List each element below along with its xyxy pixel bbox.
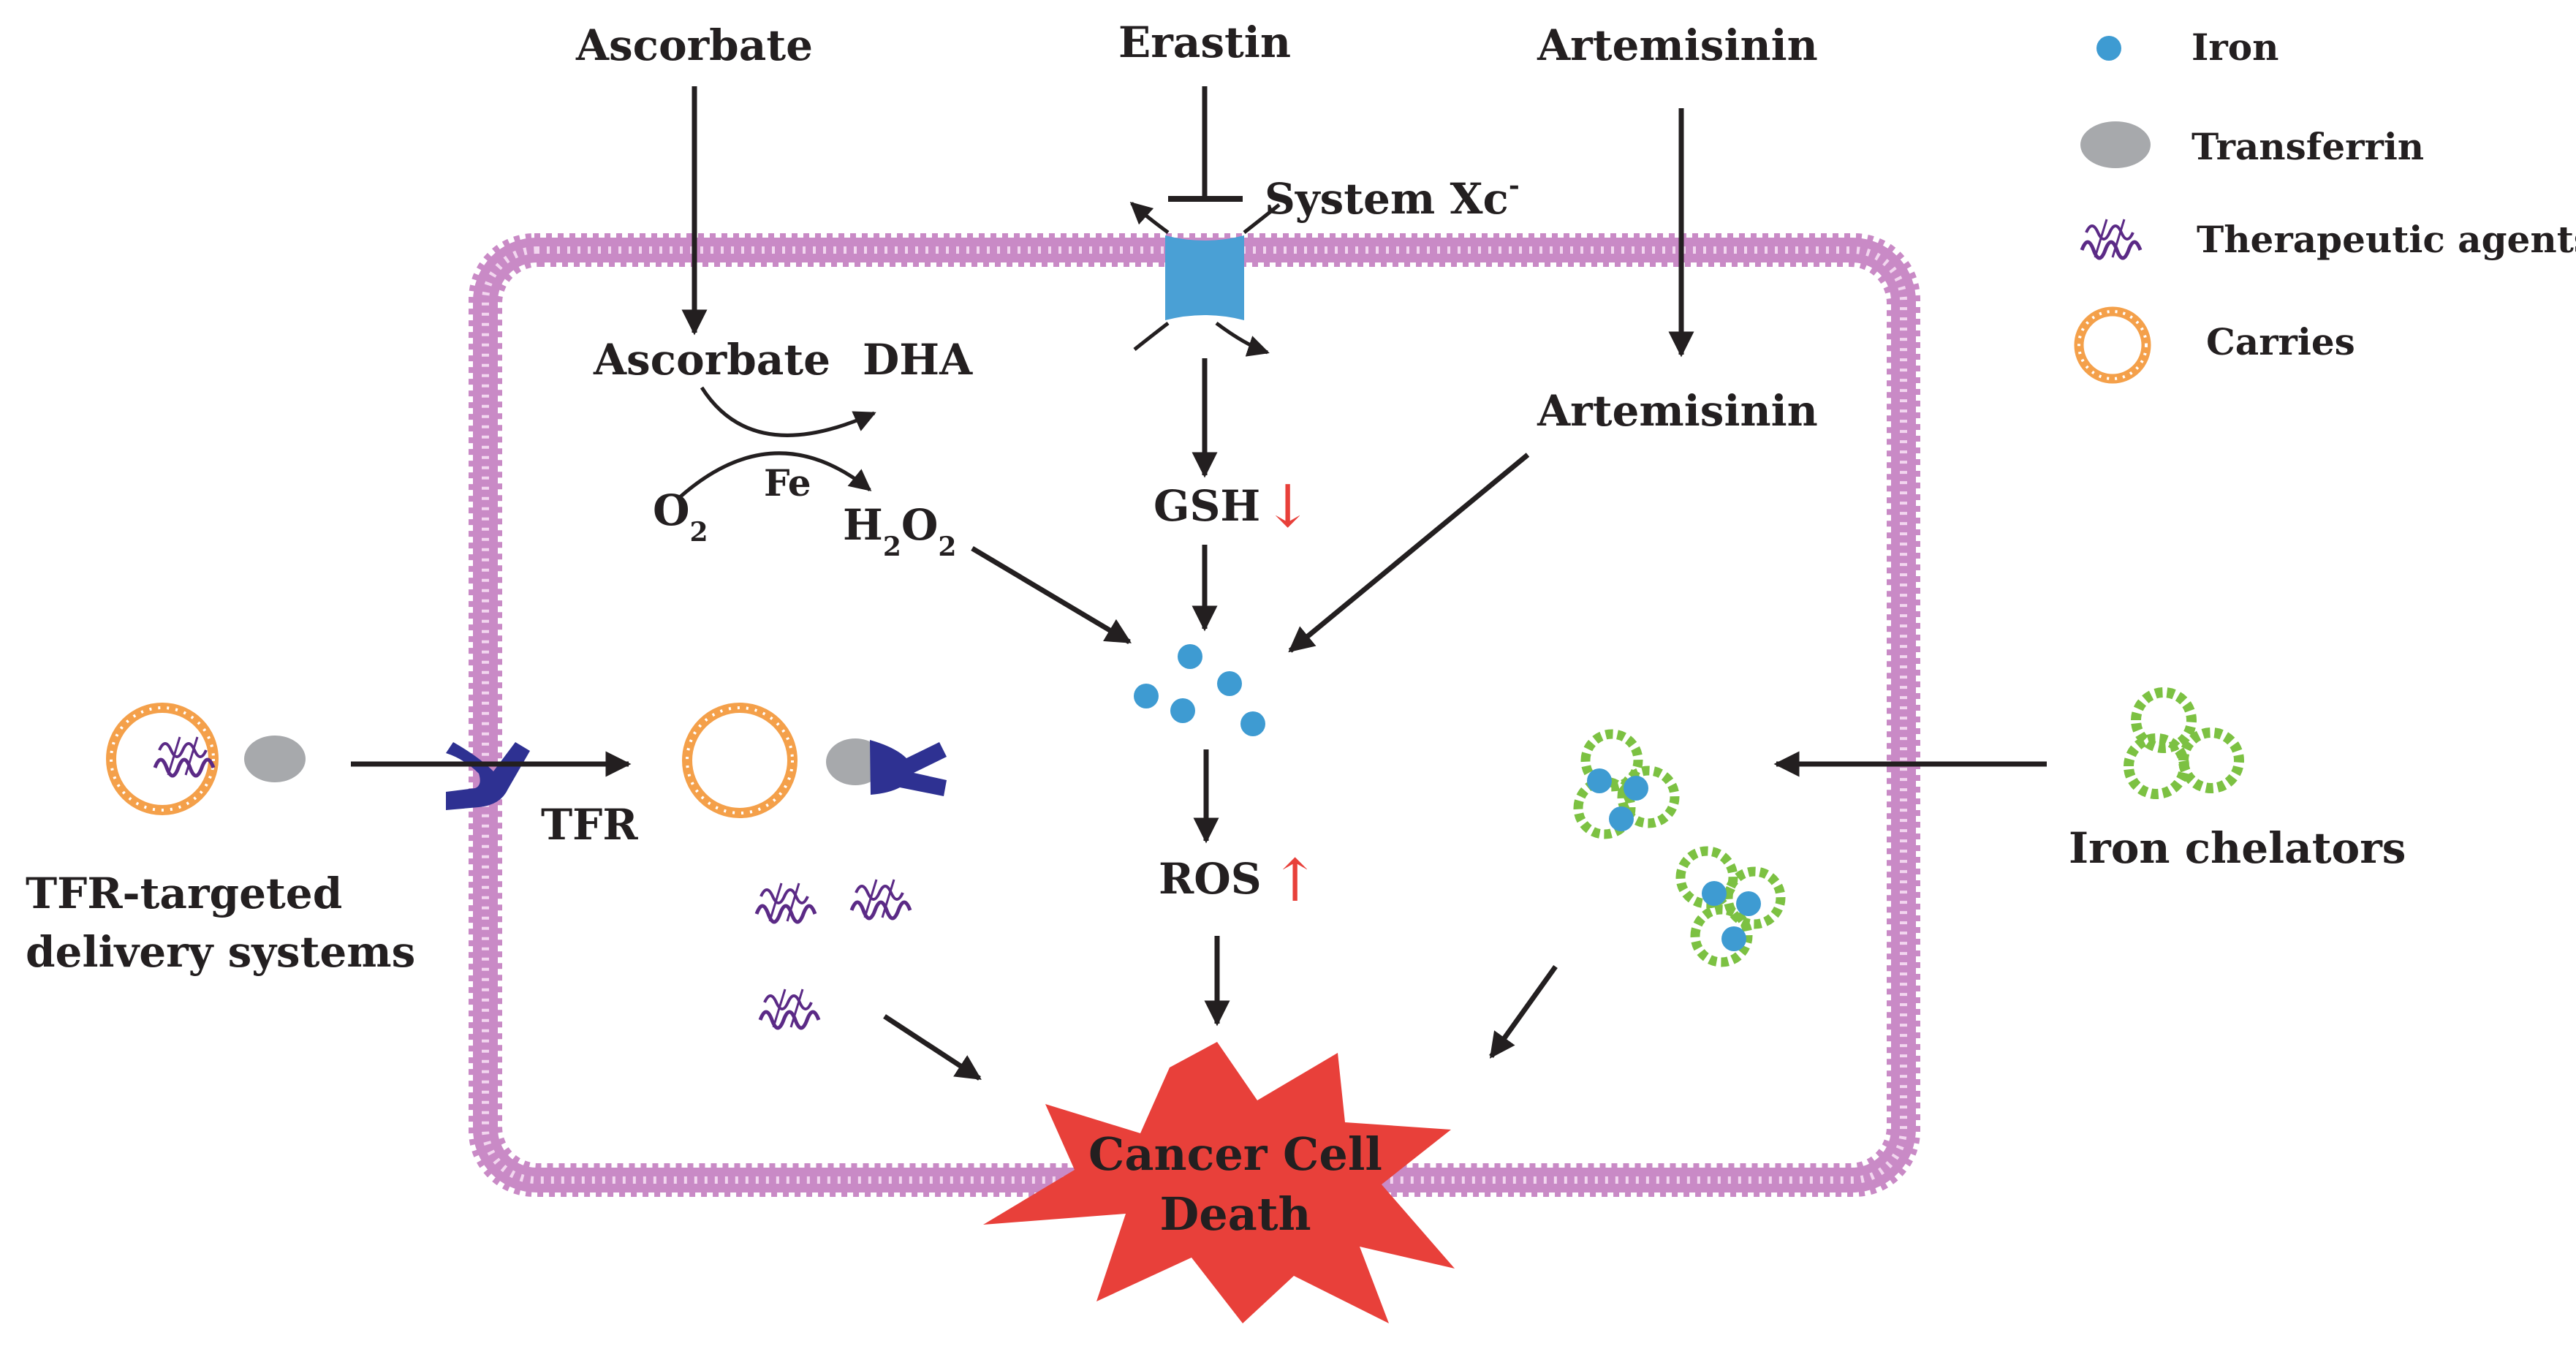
ascorbate-extracellular-label: Ascorbate bbox=[575, 20, 813, 70]
artemisinin-to-iron-arrow bbox=[1288, 453, 1530, 653]
o2-to-h2o2-arrow bbox=[678, 451, 872, 499]
iron-pool bbox=[1134, 644, 1265, 736]
released-therapeutic-agent-3 bbox=[760, 989, 819, 1028]
dha-label: DHA bbox=[863, 335, 973, 385]
cancer-cell-death-star bbox=[983, 1042, 1455, 1323]
legend: Iron Transferrin Therapeutic agents Carr… bbox=[2074, 26, 2576, 384]
chelator-to-death-arrow bbox=[1489, 964, 1558, 1059]
ros-label: ROS bbox=[1159, 854, 1262, 904]
iron-dot bbox=[1240, 711, 1265, 736]
legend-label-iron: Iron bbox=[2192, 26, 2278, 69]
h2o2-to-iron-arrow bbox=[971, 545, 1132, 645]
legend-label-therapeutic-agents: Therapeutic agents bbox=[2197, 218, 2576, 261]
tfr-delivery-label-line2: delivery systems bbox=[26, 927, 415, 977]
o2-label: O2 bbox=[653, 485, 708, 548]
therapeutic-to-death-arrow bbox=[883, 1014, 982, 1081]
tfr-delivery-carrier bbox=[106, 703, 306, 815]
h2o2-label: H2O2 bbox=[843, 500, 956, 562]
legend-label-transferrin: Transferrin bbox=[2192, 125, 2424, 168]
iron-dot bbox=[1178, 644, 1202, 669]
artemisinin-intracellular-label: Artemisinin bbox=[1537, 386, 1818, 436]
carrier-ring-icon bbox=[2074, 306, 2151, 384]
tfr-label: TFR bbox=[541, 800, 638, 850]
released-therapeutic-agent-1 bbox=[757, 883, 815, 922]
ascorbate-intracellular-label: Ascorbate bbox=[593, 335, 830, 385]
cancer-cell-death-line1: Cancer Cell bbox=[1088, 1127, 1382, 1181]
iron-chelator-outside bbox=[2124, 687, 2245, 799]
iron-chelators-label: Iron chelators bbox=[2069, 823, 2406, 873]
therapeutic-squiggle-icon bbox=[2082, 219, 2140, 258]
ros-increase-arrow: ↑ bbox=[1270, 847, 1319, 915]
released-therapeutic-agent-2 bbox=[852, 880, 910, 918]
internalized-carrier bbox=[682, 703, 947, 818]
fe-label: Fe bbox=[764, 461, 811, 504]
transferrin-ellipse bbox=[244, 736, 306, 782]
iron-dot-icon bbox=[2096, 36, 2121, 61]
transferrin-ellipse-icon bbox=[2080, 121, 2151, 168]
iron-chelator-complex-2 bbox=[1675, 846, 1786, 967]
ascorbate-to-dha-arrow bbox=[700, 386, 876, 437]
artemisinin-extracellular-label: Artemisinin bbox=[1537, 20, 1818, 70]
legend-label-carries: Carries bbox=[2206, 320, 2355, 363]
tfr-delivery-label-line1: TFR-targeted bbox=[26, 869, 342, 918]
system-xc-label: System Xc- bbox=[1265, 170, 1520, 224]
gsh-decrease-arrow: ↓ bbox=[1263, 472, 1312, 540]
iron-dot bbox=[1134, 684, 1159, 708]
system-xc-transporter bbox=[1129, 201, 1281, 357]
iron-chelator-complex-1 bbox=[1573, 729, 1680, 839]
iron-dot bbox=[1170, 698, 1195, 723]
erastin-label: Erastin bbox=[1118, 18, 1291, 67]
iron-dot bbox=[1217, 671, 1242, 696]
gsh-label: GSH bbox=[1153, 481, 1260, 531]
tfr-receptor-membrane bbox=[446, 742, 530, 810]
therapeutic-agent bbox=[155, 737, 213, 776]
cancer-cell-death-line2: Death bbox=[1159, 1187, 1311, 1241]
